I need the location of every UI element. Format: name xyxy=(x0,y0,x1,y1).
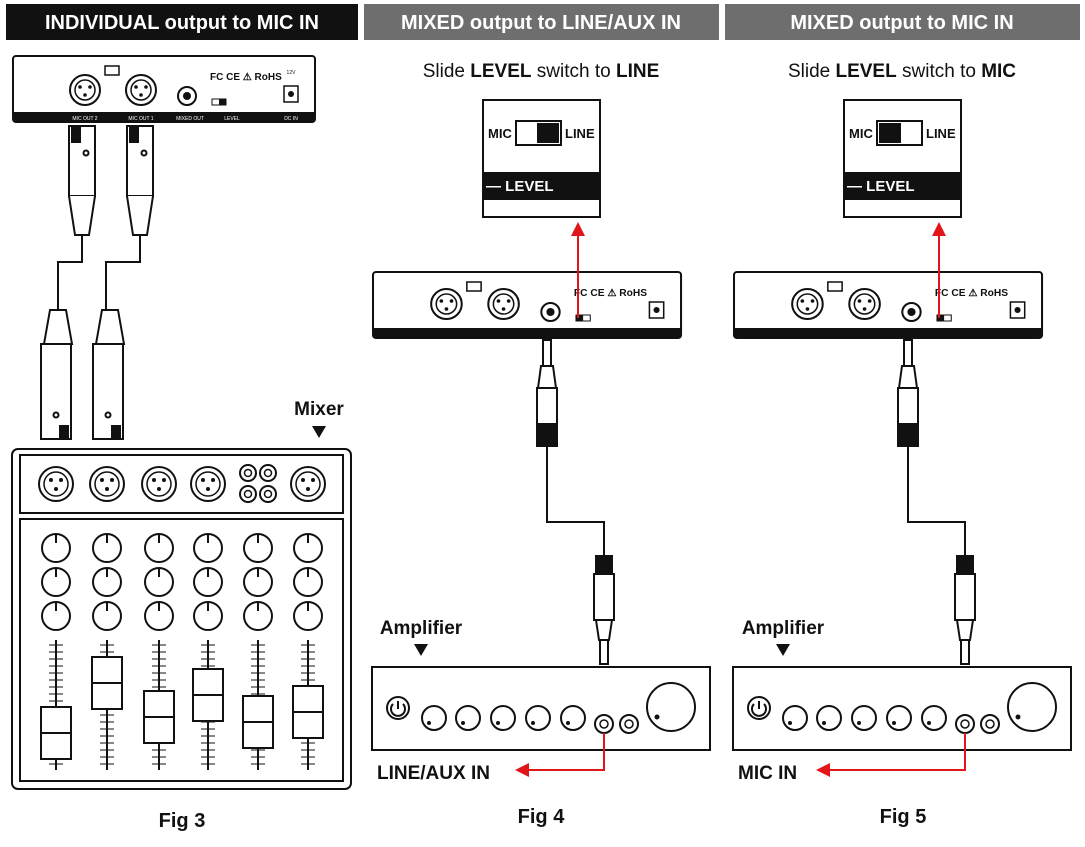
panel-header-fig4: MIXED output to LINE/AUX IN xyxy=(364,4,719,40)
certification-marks: FC CE ⚠ RoHS xyxy=(935,288,1008,299)
level-label: — LEVEL xyxy=(486,178,554,195)
mixer-xlr-pin xyxy=(301,478,305,482)
jack-cable xyxy=(536,339,615,665)
header-text: INDIVIDUAL output to MIC IN xyxy=(45,12,319,34)
mixer-xlr-pin xyxy=(311,478,315,482)
mixer-xlr-pin xyxy=(201,478,205,482)
mixer-xlr-pin xyxy=(105,487,109,491)
jack-cable xyxy=(897,339,976,665)
switch-mic-label: MIC xyxy=(488,126,512,141)
receiver-rear-panel: FC CE ⚠ RoHS 12V MIC OUT 2 MIC OUT 1 MIX… xyxy=(12,55,316,123)
amplifier-label: Amplifier xyxy=(742,618,825,639)
mixer-xlr-ring xyxy=(94,471,120,497)
mixer-xlr-pin xyxy=(54,487,58,491)
input-arrow xyxy=(826,733,966,771)
mixer-xlr-pin xyxy=(211,478,215,482)
input-arrow xyxy=(525,733,605,771)
switch-knob-icon xyxy=(537,123,559,143)
switch-mic-label: MIC xyxy=(849,126,873,141)
mixer-xlr-pin xyxy=(59,478,63,482)
receiver-rear-panel: FC CE ⚠ RoHS xyxy=(371,271,683,339)
mixer-rca-center xyxy=(243,468,253,478)
xlr-cable-right xyxy=(92,125,154,440)
xlr-cable-left xyxy=(40,125,96,440)
mixer-xlr-pin xyxy=(162,478,166,482)
mixer-xlr-pin xyxy=(152,478,156,482)
level-switch-callout-line: MIC LINE — LEVEL xyxy=(482,99,601,218)
amplifier-pointer-icon xyxy=(414,644,428,656)
mixer-label: Mixer xyxy=(294,399,344,420)
dc-voltage-label: 12V xyxy=(287,70,297,76)
amplifier xyxy=(371,666,711,751)
port-label: MIXED OUT xyxy=(176,116,204,122)
receiver-rear-panel: FC CE ⚠ RoHS xyxy=(732,271,1044,339)
header-text: MIXED output to LINE/AUX IN xyxy=(401,12,681,34)
mic-in-label: MIC IN xyxy=(738,763,797,784)
mixer-xlr-ring xyxy=(295,471,321,497)
figure-caption: Fig 3 xyxy=(159,810,206,832)
certification-marks: FC CE ⚠ RoHS xyxy=(210,72,282,83)
ground-lift-icon xyxy=(104,65,120,76)
mixer-rca-center xyxy=(263,489,273,499)
amplifier-pointer-icon xyxy=(776,644,790,656)
header-text: MIXED output to MIC IN xyxy=(790,12,1013,34)
figure-caption: Fig 5 xyxy=(880,806,927,828)
mixer-xlr-ring xyxy=(146,471,172,497)
mixer-xlr-pin xyxy=(306,487,310,491)
mixer-xlr-pin xyxy=(49,478,53,482)
port-label: DC IN xyxy=(284,116,298,122)
mixer-xlr-ring xyxy=(195,471,221,497)
mixer-xlr-pin xyxy=(110,478,114,482)
amplifier-label: Amplifier xyxy=(380,618,463,639)
certification-marks: FC CE ⚠ RoHS xyxy=(574,288,647,299)
instruction-text: Slide LEVEL switch to LINE xyxy=(423,61,660,82)
panel-header-fig5: MIXED output to MIC IN xyxy=(725,4,1080,40)
volume-knob-icon xyxy=(646,682,696,732)
line-aux-in-label: LINE/AUX IN xyxy=(377,763,490,784)
level-label: — LEVEL xyxy=(847,178,915,195)
mixer xyxy=(11,448,352,790)
amplifier xyxy=(732,666,1072,751)
mixer-pointer-icon xyxy=(312,426,326,438)
mixer-xlr-pin xyxy=(157,487,161,491)
switch-knob-icon xyxy=(879,123,901,143)
level-switch-callout-mic: MIC LINE — LEVEL xyxy=(843,99,962,218)
port-label: MIC OUT 1 xyxy=(128,116,153,122)
mixer-xlr-pin xyxy=(100,478,104,482)
port-label: MIC OUT 2 xyxy=(72,116,97,122)
instruction-text: Slide LEVEL switch to MIC xyxy=(788,61,1016,82)
mixer-rca-center xyxy=(243,489,253,499)
mixer-xlr-ring xyxy=(43,471,69,497)
figure-caption: Fig 4 xyxy=(518,806,566,828)
switch-line-label: LINE xyxy=(565,126,595,141)
volume-knob-icon xyxy=(1007,682,1057,732)
panel-header-fig3: INDIVIDUAL output to MIC IN xyxy=(6,4,358,40)
mixer-xlr-pin xyxy=(206,487,210,491)
port-label: LEVEL xyxy=(224,116,240,122)
mixer-rca-center xyxy=(263,468,273,478)
switch-line-label: LINE xyxy=(926,126,956,141)
